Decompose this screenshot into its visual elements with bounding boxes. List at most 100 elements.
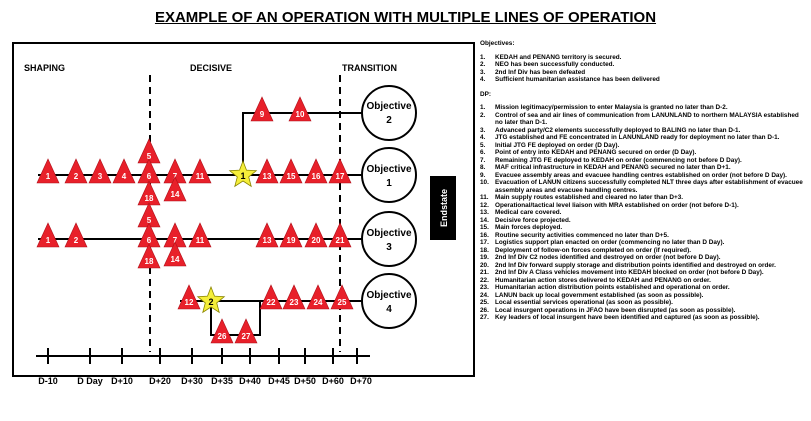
dp-text: 2nd Inf Div C2 nodes identified and dest… <box>495 254 721 261</box>
dp-item: 9.Evacuee assembly areas and evacuee han… <box>480 172 805 180</box>
dp-triangle <box>279 158 303 184</box>
dp-text: Medical care covered. <box>495 209 562 216</box>
dp-text: Control of sea and air lines of communic… <box>495 111 799 127</box>
dp-text: 2nd Inf Div A Class vehicles movement in… <box>495 269 764 276</box>
dp-text: Evacuation of LANUN citizens successfull… <box>495 179 803 194</box>
dp-triangle <box>255 158 279 184</box>
dp-number: 23. <box>480 284 489 291</box>
dp-number: 27. <box>480 314 489 321</box>
dp-triangle-label: 25 <box>338 298 347 307</box>
objective-text: NEO has been successfully conducted. <box>495 61 615 68</box>
dp-triangle-label: 6 <box>147 236 152 245</box>
dp-triangle-label: 1 <box>46 172 51 181</box>
dp-item: 22.Humanitarian action stores delivered … <box>480 277 805 285</box>
timeline-label: D+70 <box>350 376 372 386</box>
dp-triangle-label: 7 <box>173 172 178 181</box>
dp-triangle <box>137 243 161 269</box>
dp-text: Logistics support plan enacted on order … <box>495 239 725 246</box>
dp-triangle-label: 2 <box>74 236 79 245</box>
line-of-operation-2 <box>242 112 362 175</box>
dp-triangle-label: 22 <box>267 298 276 307</box>
dp-triangle-label: 1 <box>46 236 51 245</box>
dp-triangle <box>304 222 328 248</box>
dp-number: 21. <box>480 269 489 276</box>
objective-item: 1.KEDAH and PENANG territory is secured. <box>480 54 805 62</box>
dp-item: 3. Advanced party/C2 elements successfull… <box>480 127 805 135</box>
dp-text: Remaining JTG FE deployed to KEDAH on or… <box>495 156 742 164</box>
dp-text: JTG established and FE concentrated in L… <box>495 134 780 141</box>
objective-2: Objective 2 <box>361 85 417 141</box>
dp-text: Humanitarian action stores delivered to … <box>495 276 711 284</box>
dp-triangle-label: 3 <box>98 172 103 181</box>
dp-item: 24.LANUN back up local government establ… <box>480 292 805 300</box>
decision-point-triangles: 9101234561871411131516171256187141113192… <box>36 96 354 344</box>
objectives-heading: Objectives: <box>480 40 515 47</box>
dp-number: 6. <box>480 149 486 156</box>
dp-number: 16. <box>480 231 489 239</box>
dp-triangle-label: 14 <box>171 255 180 264</box>
dp-number: 19. <box>480 254 489 261</box>
dp-triangle <box>250 96 274 122</box>
dp-triangle-label: 18 <box>145 194 154 203</box>
dp-text: Main forces deployed. <box>495 224 563 231</box>
dp-triangle <box>64 222 88 248</box>
objective-1-circle <box>361 147 417 203</box>
dp-number: 4. <box>480 134 486 141</box>
objective-4: Objective 4 <box>361 273 417 329</box>
dp-item: 6.Point of entry into KEDAH and PENANG s… <box>480 149 805 157</box>
objective-4-circle <box>361 273 417 329</box>
timeline-label: D+50 <box>294 376 316 386</box>
objective-number: 4. <box>480 76 486 83</box>
dp-triangle-label: 13 <box>263 172 272 181</box>
objective-3-label: Objective <box>366 228 411 239</box>
objective-item: 3.2nd Inf Div has been defeated <box>480 69 805 77</box>
objective-2-circle <box>361 85 417 141</box>
dp-text: MAF critical infrastructure in KEDAH and… <box>495 164 731 171</box>
dp-text: Operational/tactical level liaison with … <box>495 201 739 209</box>
dp-item: 21. 2nd Inf Div A Class vehicles movement… <box>480 269 805 277</box>
dp-text: Decisive force projected. <box>495 216 571 224</box>
dp-triangle <box>36 222 60 248</box>
objective-3: Objective 3 <box>361 211 417 267</box>
dp-triangle <box>36 158 60 184</box>
dp-number: 12. <box>480 201 489 209</box>
dp-triangle <box>259 284 283 310</box>
dp-triangle <box>279 222 303 248</box>
timeline-label: D+30 <box>181 376 203 386</box>
dp-text: Local insurgent operations in JFAO have … <box>495 306 736 314</box>
dp-number: 13. <box>480 209 489 216</box>
dp-triangle-label: 5 <box>147 216 152 225</box>
dp-number: 3. <box>480 126 486 134</box>
dp-number: 26. <box>480 306 489 314</box>
diagram-frame <box>12 42 475 377</box>
dp-triangle <box>210 318 234 344</box>
dp-triangle <box>234 318 258 344</box>
objective-1-number: 1 <box>386 178 392 189</box>
dp-triangle <box>177 284 201 310</box>
dp-number: 5. <box>480 141 486 149</box>
phase-label-decisive: DECISIVE <box>190 63 232 73</box>
dp-triangle-label: 16 <box>312 172 321 181</box>
objective-3-number: 3 <box>386 242 392 253</box>
dp-triangle <box>330 284 354 310</box>
dp-number: 20. <box>480 261 489 269</box>
dp-item: 25.Local essential services operational … <box>480 299 805 307</box>
dp-item: 17.Logistics support plan enacted on ord… <box>480 239 805 247</box>
dp-item: 18.Deployment of follow-on forces comple… <box>480 247 805 255</box>
dp-triangle-label: 23 <box>290 298 299 307</box>
dp-number: 2. <box>480 111 486 119</box>
dp-triangle-label: 6 <box>147 172 152 181</box>
dp-list: 1.Mission legitimacy/permission to enter… <box>480 104 805 322</box>
decision-star <box>228 159 258 188</box>
dp-text: Key leaders of local insurgent have been… <box>495 314 760 321</box>
dp-triangle-label: 12 <box>185 298 194 307</box>
page-title: EXAMPLE OF AN OPERATION WITH MULTIPLE LI… <box>154 9 657 26</box>
dp-text: Advanced party/C2 elements successfully … <box>495 126 741 134</box>
dp-triangle-label: 2 <box>74 172 79 181</box>
dp-text: LANUN back up local government establish… <box>495 291 704 299</box>
dp-triangle <box>282 284 306 310</box>
endstate-label: Endstate <box>439 189 449 227</box>
dp-triangle-label: 15 <box>287 172 296 181</box>
dp-number: 9. <box>480 171 486 179</box>
